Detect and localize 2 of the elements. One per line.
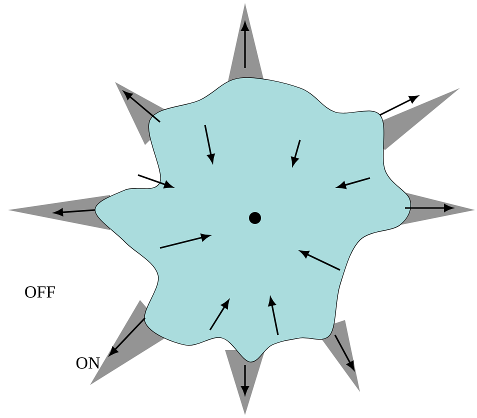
state-label: ON <box>76 357 100 369</box>
state-label: OFF <box>25 286 55 298</box>
